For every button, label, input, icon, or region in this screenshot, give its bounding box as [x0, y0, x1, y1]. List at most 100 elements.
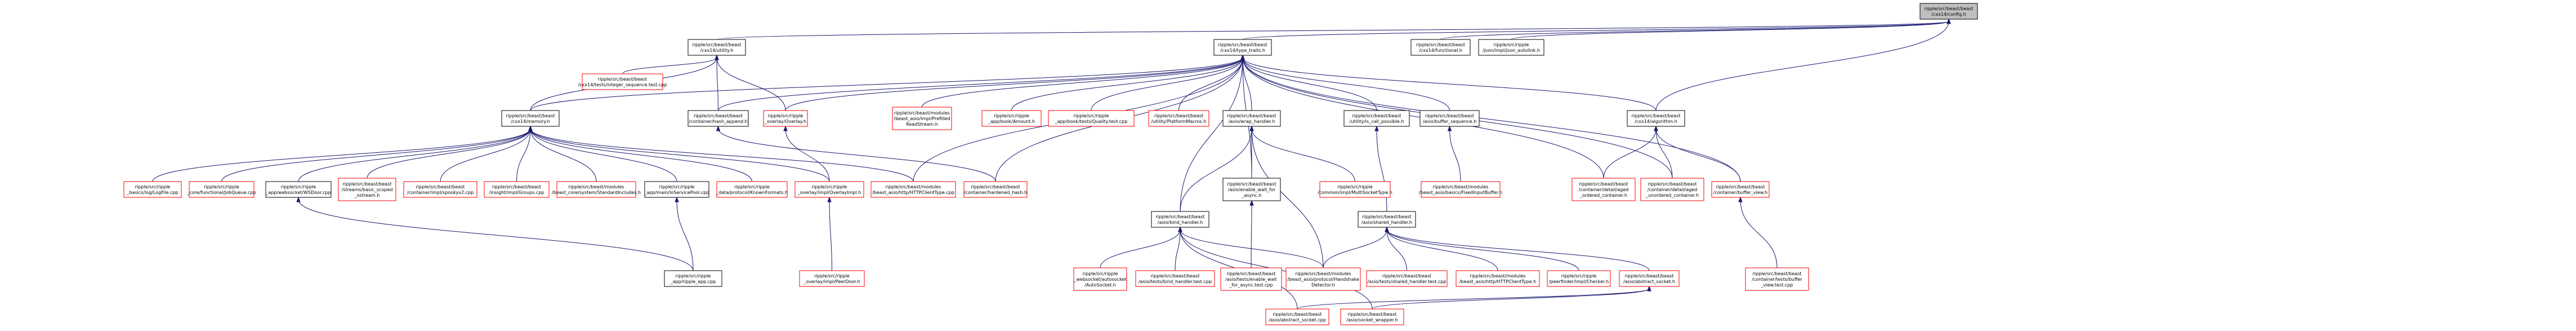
node-label-line: ripple/src/beast/beast: [416, 184, 465, 189]
node-std-includes[interactable]: ripple/src/beast/modules/beast_core/syst…: [552, 181, 641, 198]
node-box: [892, 107, 952, 130]
node-box: [1640, 178, 1704, 201]
node-label-line: _ostream.h: [354, 193, 380, 198]
node-label-line: ripple/src/ripple: [1561, 273, 1597, 279]
node-label-line: /cxx14/config.h: [1931, 12, 1966, 17]
node-fixedinputbuffer[interactable]: ripple/src/beast/modules/beast_asio/basi…: [1419, 181, 1502, 198]
node-box: [556, 181, 636, 198]
node-buffer-sequence[interactable]: ripple/src/beast/beast/asio/buffer_seque…: [1419, 110, 1480, 127]
node-box: [1135, 270, 1215, 287]
node-aged-unordered[interactable]: ripple/src/beast/beast/container/detail/…: [1640, 178, 1704, 201]
node-platform-macros[interactable]: ripple/src/beast/beast/utility/PlatformM…: [1148, 110, 1209, 127]
node-label-line: ripple/src/beast/beast: [1579, 182, 1628, 187]
node-box: [799, 270, 865, 287]
node-label-line: ripple/src/beast/beast: [1227, 271, 1276, 276]
node-peerdoor[interactable]: ripple/src/ripple_overlay/impl/PeerDoor.…: [799, 270, 865, 287]
node-label-line: ripple/src/ripple: [676, 273, 711, 279]
node-box: [963, 181, 1028, 198]
node-hash-append[interactable]: ripple/src/beast/beast/container/hash_ap…: [687, 110, 749, 127]
edge-std_includes-to-memory: [528, 125, 597, 182]
node-buffer-view[interactable]: ripple/src/beast/beast/container/buffer_…: [1711, 181, 1770, 198]
node-prefilled[interactable]: ripple/src/beast/modules/beast_asio/impl…: [892, 107, 952, 130]
node-label-line: _overlay/impl/PeerDoor.h: [803, 279, 860, 284]
node-enable-wait[interactable]: ripple/src/beast/beast/asio/enable_wait_…: [1222, 178, 1281, 201]
node-wrap-handler[interactable]: ripple/src/beast/beast/asio/wrap_handler…: [1222, 110, 1281, 127]
node-label-line: ripple/src/ripple: [659, 184, 695, 189]
node-jobqueue[interactable]: ripple/src/ripple_core/functional/JobQue…: [186, 181, 256, 198]
node-logfile[interactable]: ripple/src/ripple_basics/log/LogFile.cpp: [123, 181, 182, 198]
node-label-line: ripple/src/beast/modules: [1470, 273, 1526, 279]
node-groups[interactable]: ripple/src/beast/beast/insight/impl/Grou…: [484, 181, 550, 198]
node-abstract-socket-h[interactable]: ripple/src/beast/beast/asio/abstract_soc…: [1619, 270, 1680, 287]
node-bind-handler[interactable]: ripple/src/beast/beast/asio/bind_handler…: [1151, 211, 1209, 228]
node-ripple-app[interactable]: ripple/src/ripple_app/ripple_app.cpp: [664, 270, 722, 287]
node-basic-scoped[interactable]: ripple/src/beast/beast/streams/basic_sco…: [338, 178, 396, 201]
node-label-line: ripple/src/beast/beast: [598, 77, 647, 82]
node-aged-ordered[interactable]: ripple/src/beast/beast/container/detail/…: [1572, 178, 1636, 201]
node-is-call-possible[interactable]: ripple/src/beast/beast/utility/is_call_p…: [1343, 110, 1410, 127]
node-label-line: _for_async.test.cpp: [1229, 283, 1273, 288]
node-httpclienttype-h[interactable]: ripple/src/beast/modules/beast_asio/http…: [1456, 270, 1540, 287]
node-box: [1048, 110, 1135, 127]
node-shared-handler-test[interactable]: ripple/src/beast/beast/asio/tests/shared…: [1366, 270, 1448, 287]
node-label-line: /asio/shared_handler.h: [1361, 220, 1412, 225]
node-box: [1419, 110, 1480, 127]
node-box: [189, 181, 255, 198]
node-amount[interactable]: ripple/src/ripple_app/book/Amount.h: [981, 110, 1042, 127]
node-autosocket[interactable]: ripple/src/ripple_websocket/autosocket/A…: [1073, 267, 1127, 291]
node-label-line: _overlay/impl/OverlayImpl.h: [797, 190, 861, 195]
node-shared-handler[interactable]: ripple/src/beast/beast/asio/shared_handl…: [1358, 211, 1416, 228]
node-overlayimpl[interactable]: ripple/src/ripple_overlay/impl/OverlayIm…: [794, 181, 864, 198]
edge-knownformats-to-memory: [528, 125, 752, 182]
node-box: [763, 110, 808, 127]
node-ioservicepool[interactable]: ripple/src/ripple_app/main/IoServicePool…: [644, 181, 709, 198]
node-memory[interactable]: ripple/src/beast/beast/cxx14/memory.h: [501, 110, 560, 127]
edge-httpclienttype_cpp-to-memory: [528, 125, 914, 182]
node-handshake[interactable]: ripple/src/beast/modules/beast_asio/prot…: [1285, 267, 1361, 291]
node-label-line: ripple/src/ripple: [994, 113, 1029, 118]
node-box: [1627, 110, 1685, 127]
edge-buffer_view-to-algorithm: [1654, 125, 1741, 182]
node-label-line: /asio/tests/shared_handler.test.cpp: [1368, 279, 1447, 284]
node-box: [794, 181, 864, 198]
edge-is_call_possible-to-type_traits: [1240, 54, 1377, 111]
node-label-line: ripple/src/ripple: [1083, 271, 1118, 276]
node-json-autolink[interactable]: ripple/src/ripple/json/impl/json_autolin…: [1478, 39, 1544, 56]
edge-platform_macros-to-type_traits: [1178, 54, 1245, 111]
node-box: [484, 181, 550, 198]
node-enable-wait-test[interactable]: ripple/src/beast/beast/asio/tests/enable…: [1220, 267, 1282, 291]
node-bind-handler-test[interactable]: ripple/src/beast/beast/asio/tests/bind_h…: [1135, 270, 1215, 287]
node-label-line: ripple/src/beast/beast: [1151, 273, 1200, 279]
node-box: [687, 110, 749, 127]
node-buffer-view-test[interactable]: ripple/src/beast/beast/container/tests/b…: [1745, 267, 1809, 291]
node-functional[interactable]: ripple/src/beast/beast/cxx14/functional.…: [1410, 39, 1471, 56]
node-label-line: /cxx14/memory.h: [511, 119, 550, 124]
node-overlay-h[interactable]: ripple/src/ripple_overlay/Overlay.h: [763, 110, 808, 127]
node-algorithm[interactable]: ripple/src/beast/beast/cxx14/algorithm.h: [1627, 110, 1685, 127]
edge-overlayimpl-to-overlay_h: [783, 125, 830, 182]
node-box: [1343, 110, 1410, 127]
node-multisockettype[interactable]: ripple/src/ripple/common/impl/MultiSocke…: [1318, 181, 1392, 198]
node-knownformats[interactable]: ripple/src/ripple_data/protocol/KnownFor…: [716, 181, 788, 198]
node-abstract-socket-cpp[interactable]: ripple/src/beast/beast/asio/abstract_soc…: [1265, 308, 1329, 325]
node-spookyv2[interactable]: ripple/src/beast/beast/container/impl/sp…: [403, 181, 477, 198]
node-label-line: /container/tests/buffer: [1752, 277, 1802, 282]
node-box: [403, 181, 477, 198]
node-wsdoor[interactable]: ripple/src/ripple_app/websocket/WSDoor.c…: [265, 181, 332, 198]
node-quality-test[interactable]: ripple/src/ripple_app/book/tests/Quality…: [1048, 110, 1135, 127]
node-type-traits[interactable]: ripple/src/beast/beast/cxx14/type_traits…: [1213, 39, 1272, 56]
node-hardened-hash[interactable]: ripple/src/beast/beast/container/hardene…: [963, 181, 1028, 198]
node-httpclienttype-cpp[interactable]: ripple/src/beast/modules/beast_asio/http…: [870, 181, 956, 198]
node-checker[interactable]: ripple/src/ripple/peerfinder/impl/Checke…: [1547, 270, 1611, 287]
edge-checker-to-shared_handler: [1385, 226, 1579, 271]
node-label-line: /asio/abstract_socket.cpp: [1269, 317, 1326, 323]
node-box: [1151, 211, 1209, 228]
node-utility[interactable]: ripple/src/beast/beast/cxx14/utility.h: [687, 39, 746, 56]
edge-enable_wait_test-to-enable_wait: [1249, 200, 1254, 268]
node-int-seq-test[interactable]: ripple/src/beast/beast/cxx14/tests/integ…: [578, 73, 667, 90]
node-box: [501, 110, 560, 127]
node-label-line: /cxx14/type_traits.h: [1220, 48, 1265, 53]
node-socket-wrapper[interactable]: ripple/src/beast/beast/asio/socket_wrapp…: [1340, 308, 1404, 325]
node-box: [687, 39, 746, 56]
node-label-line: /container/impl/spookyv2.cpp: [407, 190, 474, 195]
